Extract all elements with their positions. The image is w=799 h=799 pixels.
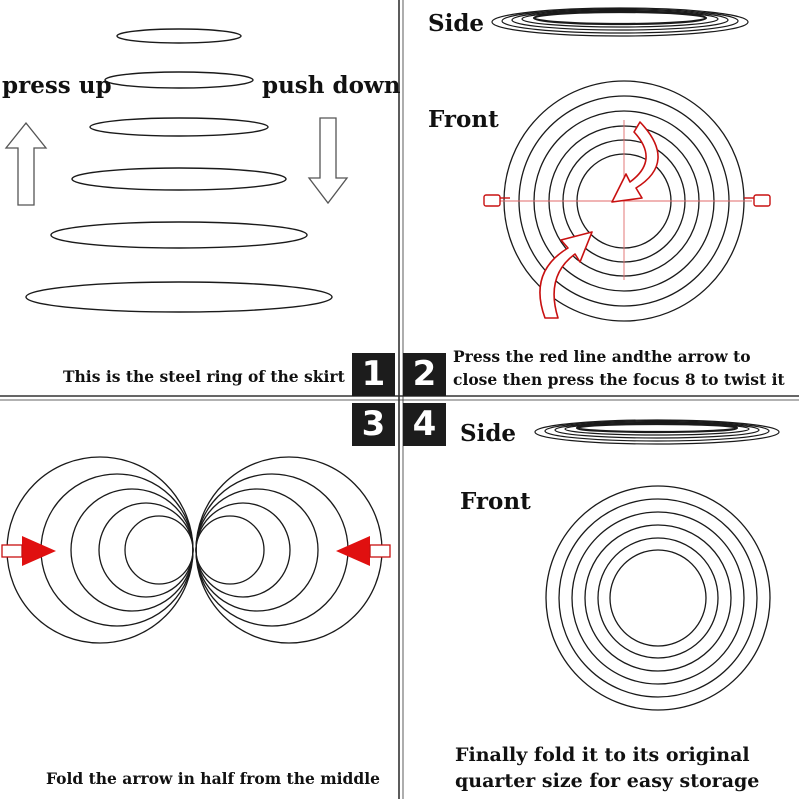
red-triangle-arrow-icon	[1, 536, 56, 566]
twist-arrow-icon	[539, 231, 593, 319]
caption-step-4-line1: Finally fold it to its original	[455, 744, 750, 766]
step-number-3: 3	[352, 403, 395, 446]
ring-6	[25, 281, 333, 313]
ring-2	[104, 71, 254, 89]
step-number-2: 2	[403, 353, 446, 396]
caption-step-3: Fold the arrow in half from the middle	[46, 769, 380, 788]
panel4-side-view	[534, 419, 780, 445]
ring-5	[50, 221, 308, 249]
red-triangle-arrow-icon	[336, 536, 391, 566]
ring-3	[89, 117, 269, 137]
arrow-down-icon	[307, 117, 349, 205]
step-number-4: 4	[403, 403, 446, 446]
caption-step-2-line1: Press the red line andthe arrow to	[453, 347, 751, 366]
ring-4	[71, 167, 287, 191]
caption-step-1: This is the steel ring of the skirt	[63, 367, 345, 386]
label-push-down: push down	[262, 72, 401, 99]
label-side-4: Side	[460, 420, 517, 447]
ring-1	[116, 28, 242, 44]
arrow-up-icon	[4, 121, 48, 206]
label-side-2: Side	[428, 10, 485, 37]
panel4-front-rings	[545, 485, 771, 711]
panel2-side-view	[491, 7, 749, 37]
step-number-1: 1	[352, 353, 395, 396]
caption-step-4-line2: quarter size for easy storage	[455, 770, 760, 792]
label-front-2: Front	[428, 106, 499, 133]
label-front-4: Front	[460, 488, 531, 515]
pointing-hand-icon	[483, 194, 510, 207]
twist-arrow-icon	[611, 121, 659, 203]
panel1-rings	[25, 28, 333, 313]
label-press-up: press up	[2, 72, 112, 99]
pointing-hand-icon	[744, 194, 771, 207]
caption-step-2-line2: close then press the focus 8 to twist it	[453, 370, 785, 389]
